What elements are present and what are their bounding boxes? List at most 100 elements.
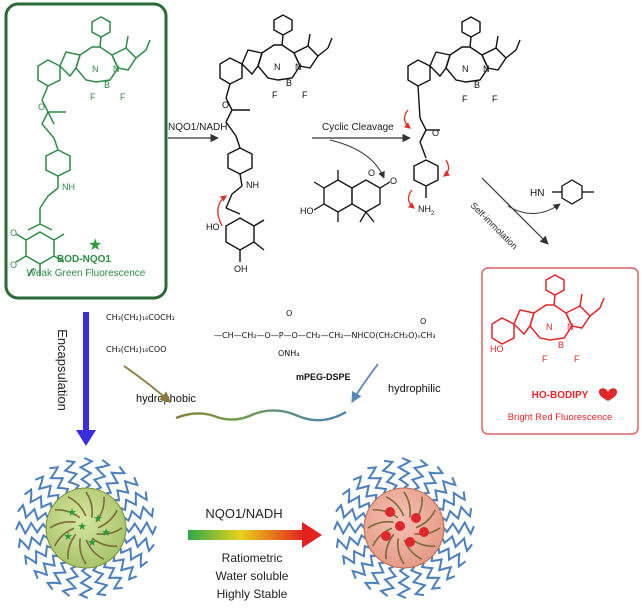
probe-atom-o1: O [38, 102, 45, 112]
amine-structure [407, 16, 521, 198]
lipid-formula: CH₃(CH₂)₁₆COCH₂ CH₃(CH₂)₁₆COO —CH—CH₂—O—… [106, 309, 435, 382]
quinone-methide-structure [552, 179, 594, 205]
hydrophilic-label: hydrophilic [388, 383, 441, 395]
int-atom-ho: HO [206, 222, 220, 232]
gradient-bar [188, 530, 304, 540]
encapsulation-label: Encapsulation [55, 329, 70, 411]
dye-marker [411, 513, 421, 523]
int-atom-f1: F [272, 90, 278, 100]
lipid-tail [85, 539, 105, 560]
hydrophilic-arrow [351, 363, 379, 403]
int-atom-n2: N [295, 62, 302, 72]
feature-1: Ratiometric [222, 551, 283, 565]
peg-chain [363, 561, 385, 591]
qm-atom-hn: HN [530, 188, 544, 199]
enzyme-label: NQO1/NADH [168, 122, 227, 133]
amine-atom-f2: F [492, 94, 498, 104]
peg-chain [341, 487, 371, 509]
int-atom-o: O [222, 100, 229, 110]
intermediate-structure [219, 14, 333, 262]
immolation-arrow [481, 177, 549, 245]
peg-chain [396, 457, 412, 489]
peg-chain [430, 556, 456, 581]
product-subtitle: Bright Red Fluorescence [508, 412, 613, 423]
peg-chain [378, 565, 398, 597]
peg-chain [34, 475, 60, 500]
dye-star: ★ [67, 507, 77, 519]
green-micelle-core [45, 487, 127, 569]
peg-chain [45, 561, 67, 591]
lipid-tail [54, 527, 75, 547]
lipid-name: mPEG-DSPE [296, 372, 351, 382]
probe-atom-o3: O [10, 260, 17, 270]
lipid-line2: CH₃(CH₂)₁₆COO [106, 345, 166, 354]
lipid-p-o: O [286, 309, 292, 318]
lipid-p-nh4: ONH₄ [278, 349, 300, 358]
peg-chain [367, 466, 388, 494]
peg-chain [432, 476, 457, 502]
lipid-chain: —CH—CH₂—O—P—O—CH₂—CH₂—NHCO(CH₂CH₂O)ₙCH₃ [214, 331, 435, 340]
intermediate-red-arrow [217, 195, 228, 227]
cleavage-label: Cyclic Cleavage [322, 122, 394, 133]
probe-atom-n2: N [113, 64, 120, 74]
peg-chain [443, 520, 475, 536]
gradient-arrowhead [302, 522, 322, 548]
amine-red-arrow-1 [403, 109, 412, 129]
peg-chain [33, 554, 58, 580]
peg-chain [120, 491, 148, 512]
peg-chain [352, 475, 378, 500]
probe-panel: N N B F F O NH O O ★ BOD-NQO1 Weak Green… [4, 2, 168, 300]
peg-chain [335, 533, 367, 551]
amine-red-arrow-2 [442, 159, 451, 177]
peg-chain [112, 556, 138, 581]
peg-chain [49, 466, 70, 494]
dye-star: ★ [93, 513, 103, 525]
prod-atom-b: B [558, 340, 564, 350]
feature-2: Water soluble [216, 569, 289, 583]
int-atom-nh: NH [246, 180, 259, 190]
lactone-atom-ho: HO [300, 206, 314, 216]
peg-chain [381, 459, 399, 491]
product-panel: N N B F F HO HO-BODIPY Bright Red Fluore… [481, 267, 639, 435]
lipid-tail [385, 533, 395, 560]
peg-chain [78, 457, 94, 489]
lipid-tail [95, 496, 105, 523]
product-name: HO-BODIPY [532, 390, 589, 401]
prod-atom-f1: F [542, 354, 548, 364]
int-atom-f2: F [302, 90, 308, 100]
lipid-tail [96, 527, 123, 535]
dye-star: ★ [87, 537, 97, 549]
peg-chain [441, 534, 473, 554]
peg-chain [78, 567, 94, 599]
product-heart-icon [598, 388, 618, 401]
probe-star-icon: ★ [88, 237, 102, 254]
lipid-tail [372, 527, 393, 547]
prod-atom-n1: N [546, 322, 553, 332]
amine-atom-o: O [432, 128, 439, 138]
red-micelle [333, 457, 475, 599]
peg-chain [423, 465, 445, 495]
peg-chain [125, 520, 157, 536]
dye-marker [395, 521, 405, 531]
dye-star: ★ [77, 521, 87, 533]
probe-atom-o2: O [10, 228, 17, 238]
dye-star: ★ [101, 527, 111, 539]
amine-nh-sub: 2 [431, 211, 435, 217]
peg-chain [441, 505, 473, 523]
lipid-tail [367, 521, 394, 529]
peg-chain [438, 491, 466, 512]
probe-atom-f2: F [120, 92, 126, 102]
peg-chain [396, 567, 412, 599]
peg-chain [123, 534, 155, 554]
probe-subtitle: Weak Green Fluorescence [27, 268, 146, 279]
product-box [481, 267, 639, 435]
amphiphile-tail [175, 409, 347, 422]
dye-marker [381, 531, 391, 541]
lactone-structure [313, 170, 391, 223]
probe-name: BOD-NQO1 [57, 254, 111, 265]
lipid-tail [385, 496, 405, 517]
prod-atom-f2: F [574, 354, 580, 364]
peg-chain [335, 502, 367, 522]
int-atom-b: B [286, 78, 292, 88]
peg-chain [410, 459, 430, 491]
